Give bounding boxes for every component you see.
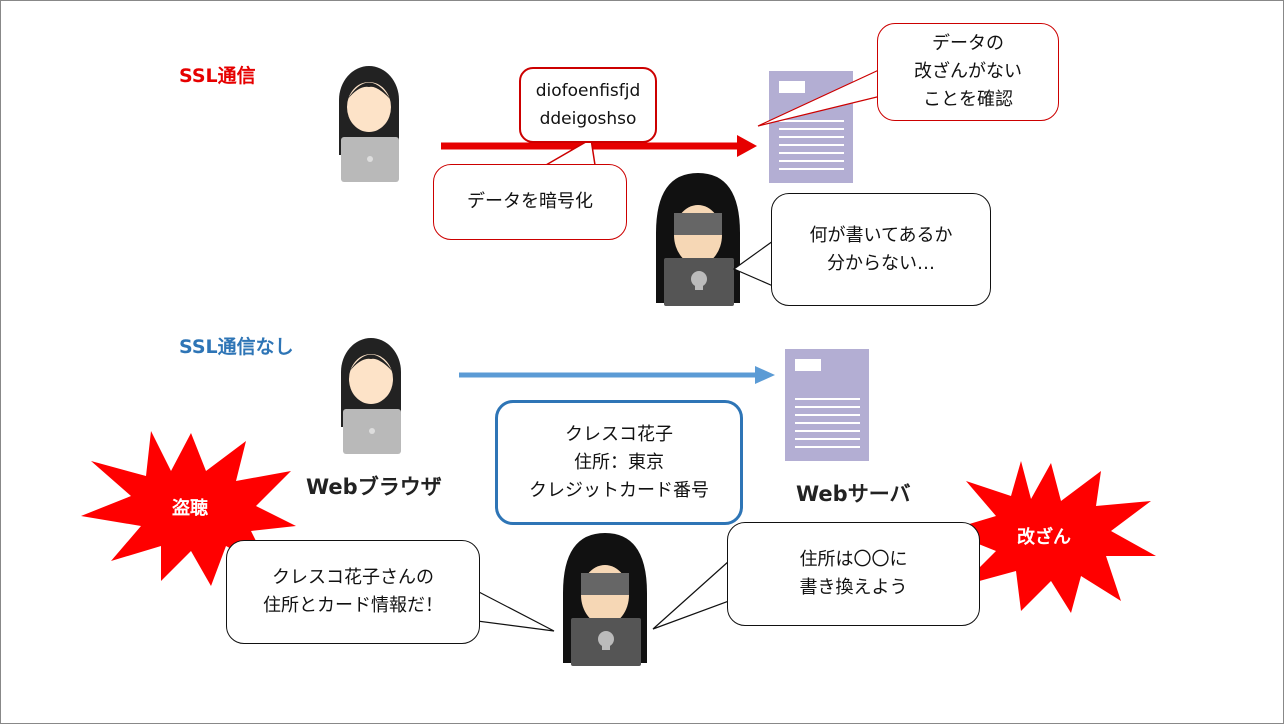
hacker-icon [656,173,740,306]
attacker-confused-callout: 何が書いてあるか 分からない… [771,193,991,306]
callout-tail [652,559,730,630]
encrypt-callout: データを暗号化 [433,164,627,240]
hacker-icon [563,533,647,666]
tamper-callout: 住所は〇〇に 書き換えよう [727,522,980,626]
worried-user-icon [341,338,401,454]
no-ssl-section-title: SSL通信なし [179,336,294,358]
callout-tail [476,590,555,632]
tamper-burst-icon [946,461,1156,613]
server-icon [784,348,870,462]
plain-data-box: クレスコ花子 住所：東京 クレジットカード番号 [495,400,743,525]
ssl-section-title: SSL通信 [179,65,256,87]
encrypted-data-box: diofoenfisfjd ddeigoshso [519,67,657,143]
web-browser-label: Webブラウザ [306,475,442,499]
eavesdrop-badge: 盗聴 [172,498,208,519]
arrow-head-icon [755,366,775,384]
eavesdrop-callout: クレスコ花子さんの 住所とカード情報だ！ [226,540,480,644]
arrow-head-icon [737,135,757,157]
user-with-laptop-icon [339,66,399,182]
server-verify-callout: データの 改ざんがない ことを確認 [877,23,1059,121]
web-server-label: Webサーバ [796,482,911,506]
tamper-badge: 改ざん [1017,527,1071,548]
